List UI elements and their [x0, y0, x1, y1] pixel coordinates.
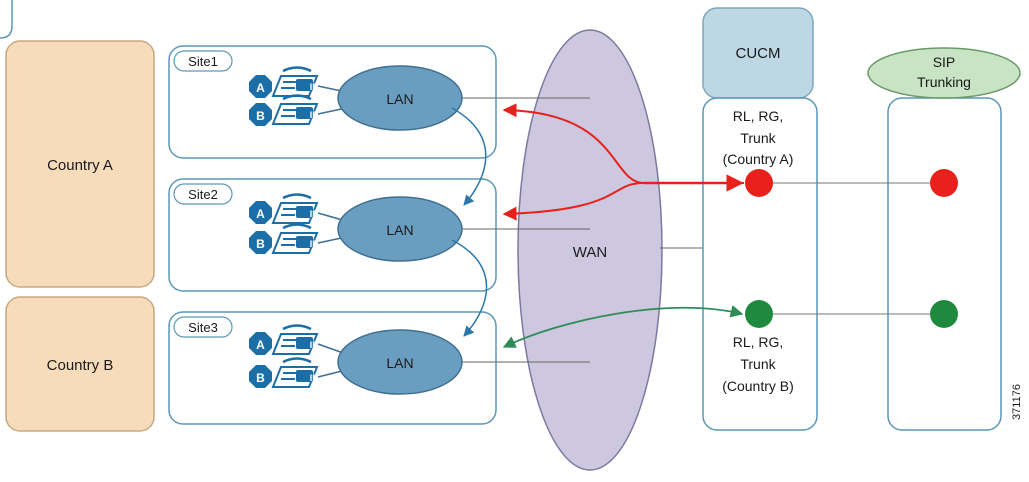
site1-phone-b: B IP [249, 94, 319, 126]
ip-tag: IP [310, 239, 319, 249]
site2-tag [173, 183, 233, 205]
ip-tag: IP [310, 209, 319, 219]
country-a-box: Country A [5, 40, 155, 288]
cucm-b-line1: RL, RG, [733, 334, 784, 350]
ip-tag: IP [310, 340, 319, 350]
sip-header: SIP Trunking [867, 47, 1021, 99]
red-route-site2-arrow [502, 182, 645, 221]
country-b-box: Country B [5, 296, 155, 432]
site3-phone-b: B IP [249, 357, 319, 389]
country-a-label: Country A [47, 157, 113, 174]
site1-lan-label: LAN [386, 91, 413, 107]
site1-phones: A IP B IP [249, 66, 347, 126]
site1-phone-a-letter: A [256, 81, 265, 95]
wan-cloud: WAN [517, 29, 663, 471]
sip-trunk-a-node [930, 169, 958, 197]
cucm-header: CUCM [702, 7, 814, 99]
site3-phone-b-letter: B [256, 371, 265, 385]
site1-label: Site1 [188, 54, 218, 69]
site2-lan: LAN [337, 196, 463, 262]
sip-label-line1: SIP [933, 54, 956, 70]
site1-phone-a: A IP [249, 66, 319, 98]
site3-phone-a-letter: A [256, 338, 265, 352]
wan-label: WAN [573, 244, 607, 261]
figure-id: 371176 [1011, 384, 1023, 420]
cucm-column: RL, RG, Trunk (Country A) RL, RG, Trunk … [702, 97, 818, 431]
site3-label: Site3 [188, 320, 218, 335]
site3-phones: A IP B IP [249, 324, 347, 389]
site2-phone-b: B IP [249, 223, 319, 255]
ip-tag: IP [310, 82, 319, 92]
cucm-label: CUCM [736, 45, 781, 62]
cucm-a-line2: Trunk [740, 130, 776, 146]
site2-label: Site2 [188, 187, 218, 202]
sip-column [887, 97, 1002, 431]
site2-phone-b-letter: B [256, 237, 265, 251]
site1-tag [173, 50, 233, 72]
green-route-site3-arrow [502, 305, 744, 348]
site2-phones: A IP B IP [249, 193, 347, 255]
site3-phone-a: A IP [249, 324, 319, 356]
lan1-to-lan2-arrow [451, 107, 487, 206]
cucm-a-line1: RL, RG, [733, 108, 784, 124]
site2-phone-a-letter: A [256, 207, 265, 221]
site3-tag [173, 316, 233, 338]
ip-tag: IP [310, 373, 319, 383]
country-b-label: Country B [47, 357, 114, 374]
cucm-trunk-a-node [745, 169, 773, 197]
site3-lan: LAN [337, 329, 463, 395]
site2-phone-a: A IP [249, 193, 319, 225]
lan2-to-lan3-arrow [451, 239, 488, 337]
sip-trunk-b-node [930, 300, 958, 328]
cucm-b-line2: Trunk [740, 356, 776, 372]
cucm-b-line3: (Country B) [722, 378, 794, 394]
site2-lan-label: LAN [386, 222, 413, 238]
cucm-trunk-b-node [745, 300, 773, 328]
ip-tag: IP [310, 110, 319, 120]
site1-phone-b-letter: B [256, 109, 265, 123]
red-route-site1-arrow [502, 103, 744, 184]
sip-label-line2: Trunking [917, 74, 971, 90]
site1-lan: LAN [337, 65, 463, 131]
cucm-a-line3: (Country A) [723, 151, 794, 167]
site3-lan-label: LAN [386, 355, 413, 371]
corner-fragment [0, 0, 13, 39]
